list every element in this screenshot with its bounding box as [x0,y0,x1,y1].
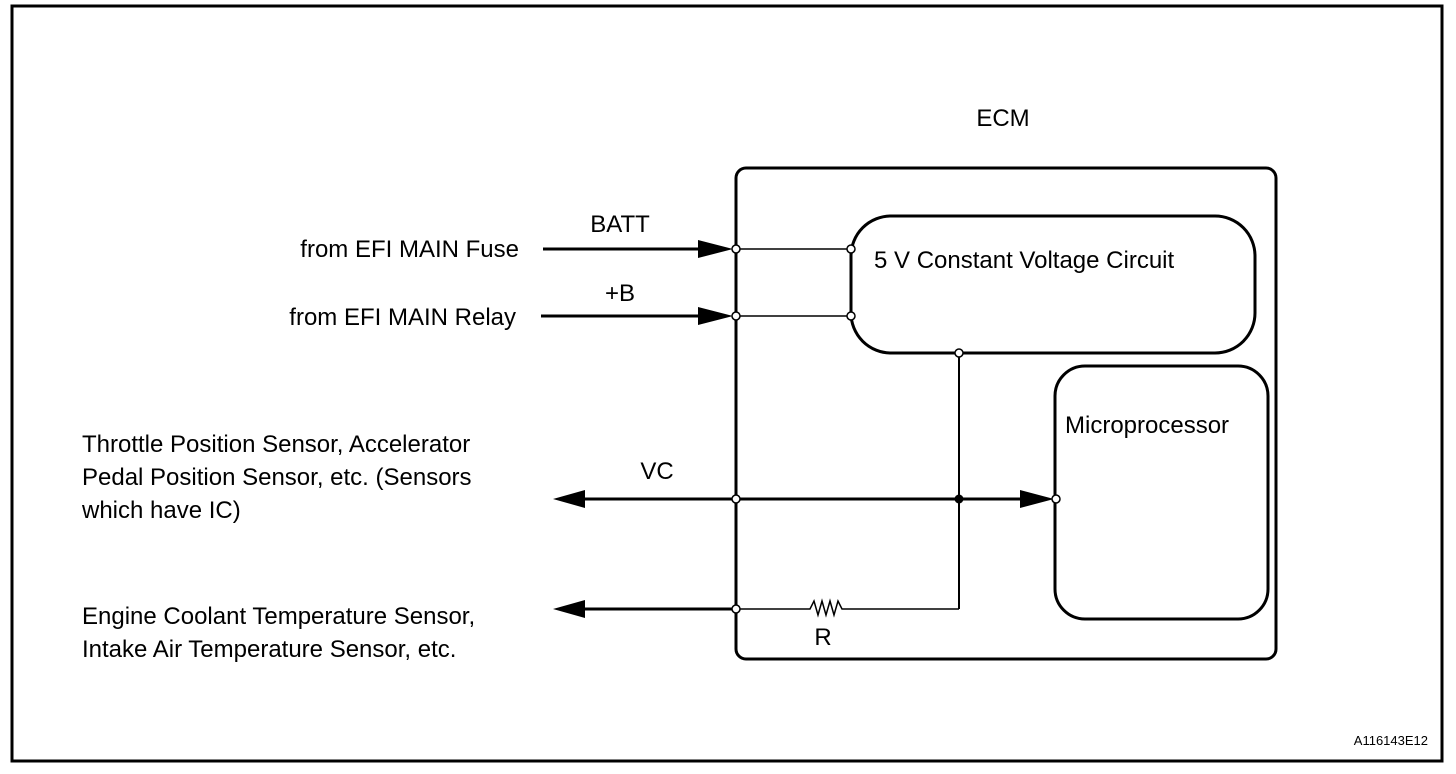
resistor-icon [736,598,959,618]
vc-junction-dot [954,494,964,504]
plus-b-signal-label: +B [605,280,635,307]
voltage-circuit-box [849,214,1257,355]
vc-terminal [731,494,741,504]
figure-id: A116143E12 [1354,733,1428,748]
r-terminal [731,604,741,614]
vc-destination-label: Throttle Position Sensor, Accelerator Pe… [81,431,478,524]
batt-signal-label: BATT [590,211,650,238]
vc-signal-label: VC [640,458,673,485]
batt-source-label: from EFI MAIN Fuse [300,236,519,263]
microprocessor-terminal [1051,494,1061,504]
circuit-batt-terminal [846,244,856,254]
batt-arrow-icon [698,240,733,258]
vc-arrow-icon [553,490,585,508]
plus-b-arrow-icon [698,307,733,325]
microprocessor-label: Microprocessor [1065,412,1229,439]
batt-terminal [731,244,741,254]
plus-b-source-label: from EFI MAIN Relay [289,304,516,331]
plus-b-terminal [731,311,741,321]
microprocessor-arrow-icon [1020,490,1054,508]
ecm-box [734,166,1278,661]
circuit-output-terminal [954,348,964,358]
r-destination-label: Engine Coolant Temperature Sensor, Intak… [82,603,482,663]
figure-frame [10,4,1444,763]
microprocessor-box [1053,364,1270,621]
r-signal-label: R [814,624,831,651]
voltage-circuit-label: 5 V Constant Voltage Circuit [874,247,1174,274]
circuit-plus-b-terminal [846,311,856,321]
r-arrow-icon [553,600,585,618]
ecm-label: ECM [976,105,1029,132]
